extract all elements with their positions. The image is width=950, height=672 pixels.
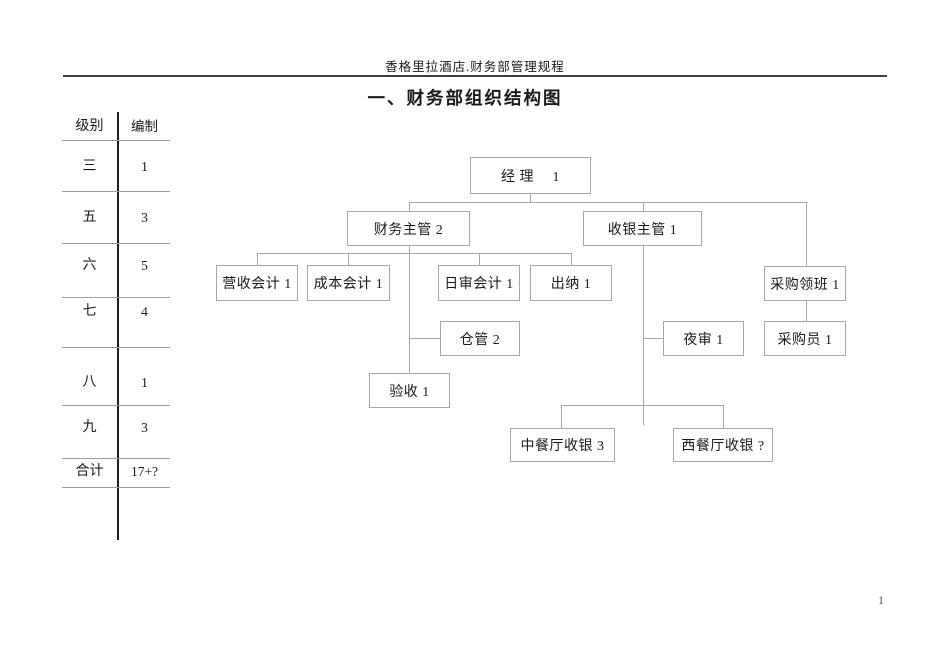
- org-node-teller: 出纳 1: [530, 265, 612, 301]
- table-row-line: [62, 347, 170, 348]
- org-node-cashier-supervisor: 收银主管 1: [583, 211, 702, 246]
- table-row-line: [62, 243, 170, 244]
- org-node-warehouse-keeper: 仓管 2: [440, 321, 520, 356]
- connector-cashier-down: [643, 246, 644, 425]
- connector-to-cost-accountant: [348, 253, 349, 265]
- org-node-purchaser: 采购员 1: [764, 321, 846, 356]
- table-row-line: [62, 458, 170, 459]
- table-row-line: [62, 140, 170, 141]
- org-node-chinese-restaurant-cashier: 中餐厅收银 3: [510, 428, 615, 462]
- connector-top-rail: [409, 202, 808, 203]
- org-node-receiving-clerk: 验收 1: [369, 373, 450, 408]
- table-row-line: [62, 405, 170, 406]
- connector-manager-down: [530, 194, 531, 202]
- table-header-count: 编制: [131, 119, 158, 134]
- table-cell-count: 1: [141, 159, 148, 174]
- connector-finance-down: [409, 246, 410, 373]
- table-cell-count: 3: [141, 210, 148, 225]
- table-cell-level: 八: [82, 375, 97, 390]
- table-cell-level: 五: [82, 210, 97, 225]
- connector-to-finance-supervisor: [409, 202, 410, 211]
- table-cell-count: 4: [141, 304, 148, 319]
- org-node-finance-supervisor: 财务主管 2: [347, 211, 470, 246]
- org-node-manager: 经 理 1: [470, 157, 591, 194]
- table-cell-level: 六: [82, 258, 97, 273]
- org-node-night-auditor: 夜审 1: [663, 321, 744, 356]
- connector-to-western-restaurant-cashier: [723, 405, 724, 428]
- connector-finance-children-rail: [257, 253, 572, 254]
- table-cell-count: 5: [141, 258, 148, 273]
- table-cell-level: 合计: [75, 464, 104, 479]
- org-node-revenue-accountant: 营收会计 1: [216, 265, 298, 301]
- org-node-daily-audit-accountant: 日审会计 1: [438, 265, 520, 301]
- table-cell-level: 七: [82, 304, 97, 319]
- table-row-line: [62, 297, 170, 298]
- table-cell-level: 三: [82, 159, 97, 174]
- page-header-text: 香格里拉酒店.财务部管理规程: [385, 60, 565, 74]
- page-number: 1: [878, 593, 884, 607]
- org-node-cost-accountant: 成本会计 1: [307, 265, 390, 301]
- table-cell-count: 17+?: [130, 464, 159, 479]
- connector-to-night-auditor: [643, 338, 663, 339]
- connector-to-warehouse-keeper: [409, 338, 440, 339]
- table-cell-level: 九: [82, 420, 97, 435]
- table-row-line: [62, 487, 170, 488]
- connector-to-daily-audit-accountant: [479, 253, 480, 265]
- connector-to-teller: [571, 253, 572, 265]
- page-title: 一、财务部组织结构图: [367, 88, 563, 108]
- header-rule: [63, 75, 887, 77]
- connector-to-revenue-accountant: [257, 253, 258, 265]
- connector-to-cashier-supervisor: [643, 202, 644, 211]
- table-cell-count: 1: [141, 375, 148, 390]
- table-header-level: 级别: [75, 119, 104, 134]
- org-node-western-restaurant-cashier: 西餐厅收银 ?: [673, 428, 773, 462]
- table-cell-count: 3: [141, 420, 148, 435]
- table-column-divider: [117, 112, 119, 540]
- connector-restaurant-rail: [561, 405, 724, 406]
- connector-to-purchasing-foreman: [806, 202, 807, 266]
- table-row-line: [62, 191, 170, 192]
- org-node-purchasing-foreman: 采购领班 1: [764, 266, 846, 301]
- connector-to-chinese-restaurant-cashier: [561, 405, 562, 428]
- connector-to-purchaser: [806, 301, 807, 321]
